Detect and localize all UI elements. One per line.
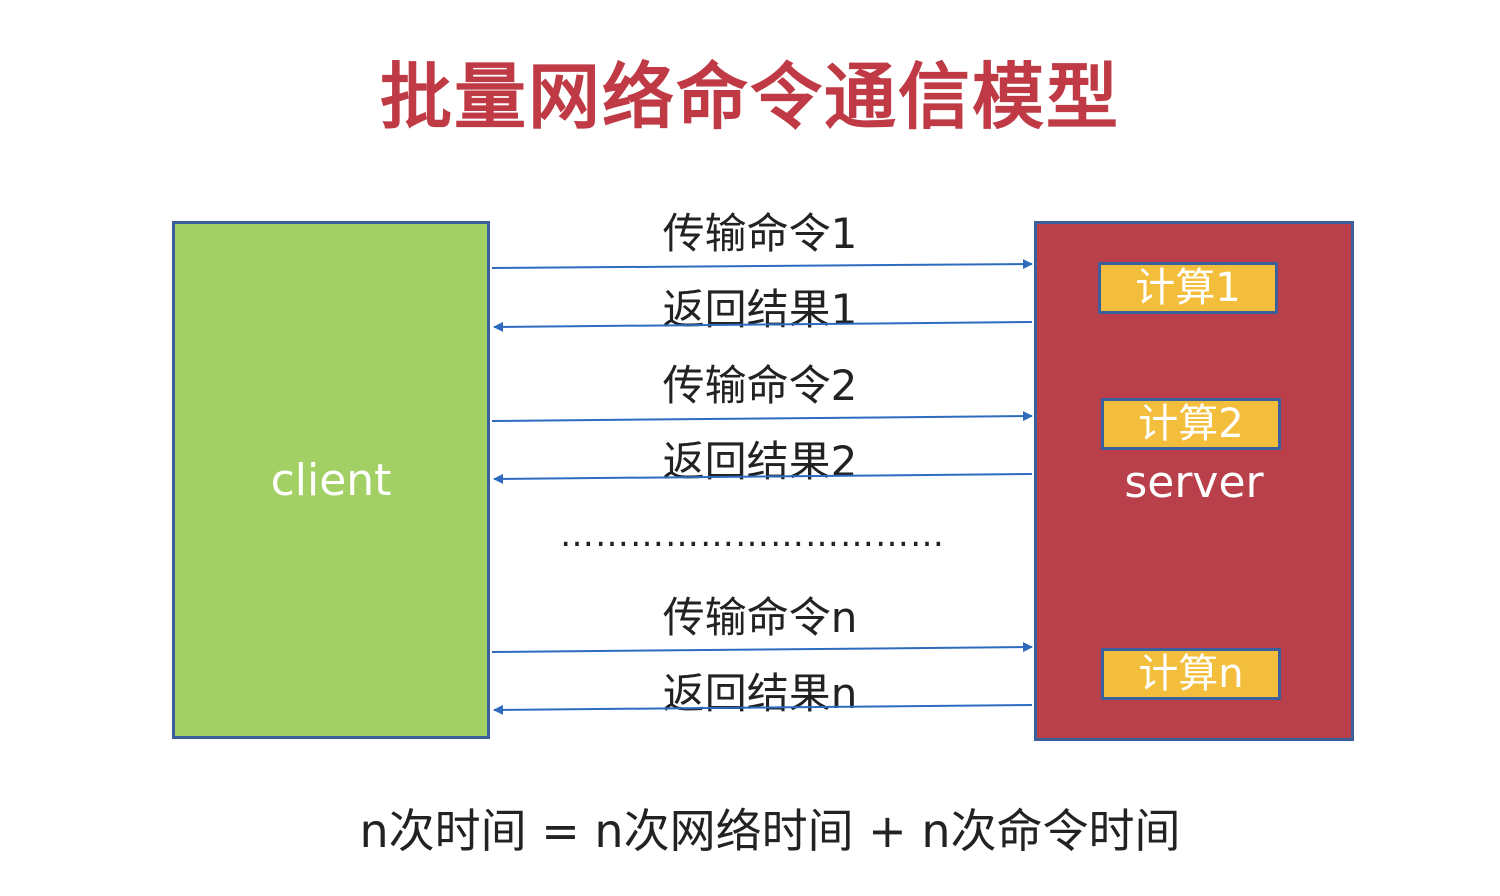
message-send-n: 传输命令n xyxy=(662,593,858,642)
arrow-return-2 xyxy=(493,473,1033,484)
arrow-return-n xyxy=(493,704,1033,715)
time-formula: n次时间 = n次网络时间 + n次命令时间 xyxy=(359,804,1181,858)
arrow-send-1 xyxy=(491,259,1033,270)
message-send-1: 传输命令1 xyxy=(662,209,858,258)
compute-box-2: 计算2 xyxy=(1101,398,1281,450)
client-label: client xyxy=(270,455,392,506)
page-title: 批量网络命令通信模型 xyxy=(379,55,1120,139)
compute-box-1: 计算1 xyxy=(1098,262,1278,314)
message-send-2: 传输命令2 xyxy=(662,361,858,410)
arrow-send-n xyxy=(491,642,1033,653)
server-label: server xyxy=(1124,457,1264,508)
message-return-n: 返回结果n xyxy=(662,669,858,718)
client-box xyxy=(172,221,490,739)
ellipsis: …………………………… xyxy=(560,515,945,555)
arrow-send-2 xyxy=(491,411,1033,422)
compute-box-n: 计算n xyxy=(1101,648,1281,700)
arrow-return-1 xyxy=(493,321,1033,332)
